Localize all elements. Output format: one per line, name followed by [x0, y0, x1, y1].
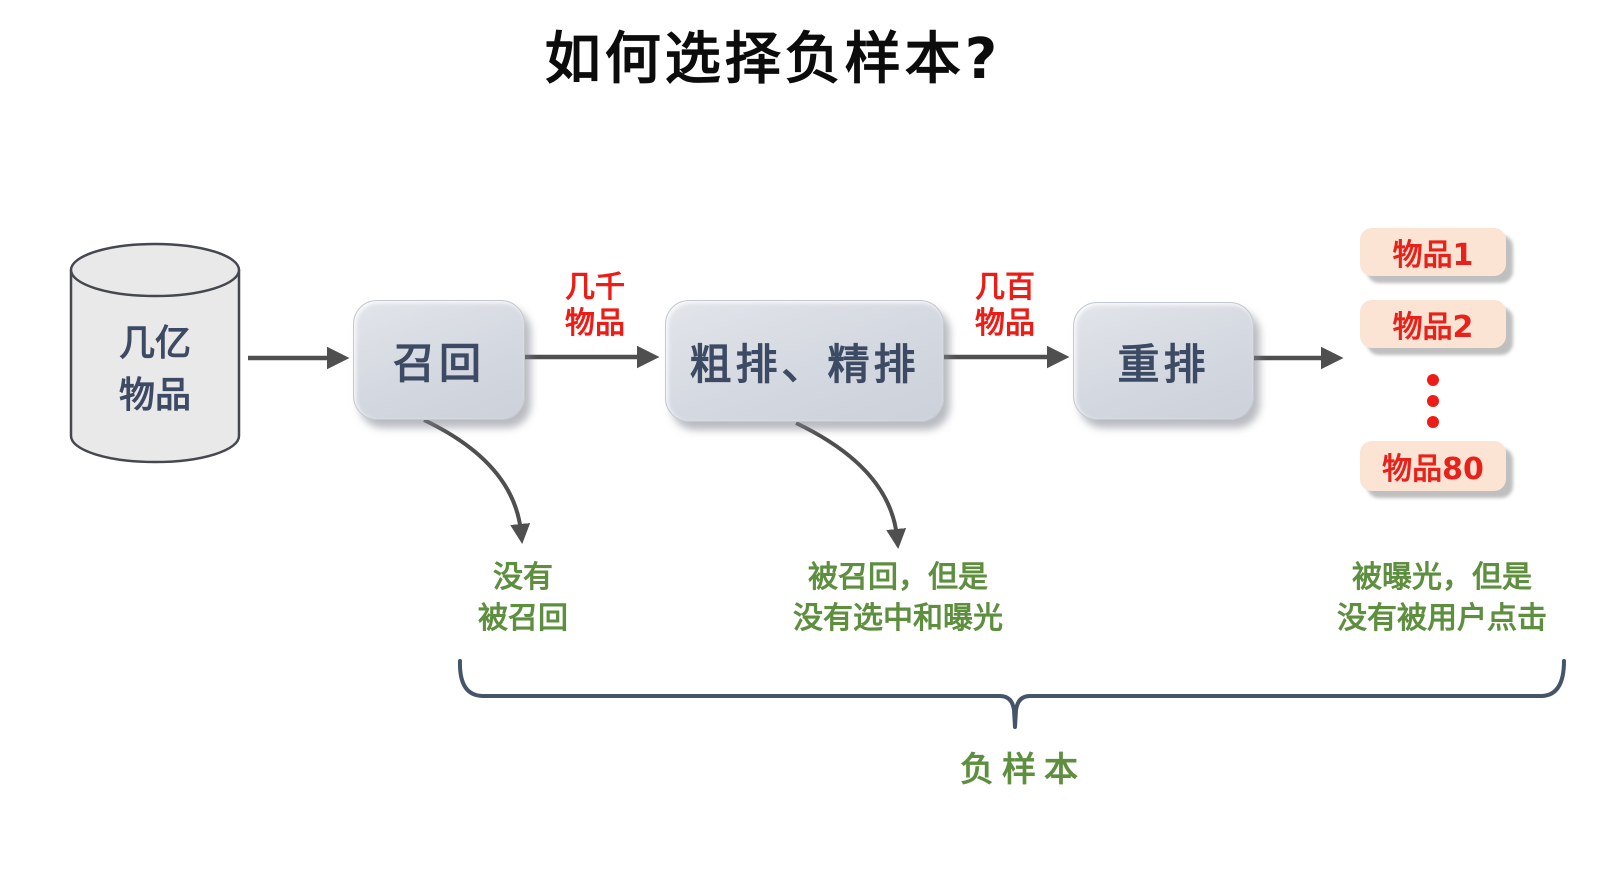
stage-recall: 召回: [353, 300, 525, 420]
stage-coarse-fine-ranking: 粗排、精排: [665, 300, 944, 422]
result-item-2-label: 物品2: [1392, 310, 1474, 345]
result-item-80: 物品80: [1360, 441, 1506, 491]
edge-label-thousands-items: 几千 物品: [565, 270, 625, 342]
page-title: 如何选择负样本?: [544, 27, 1002, 92]
source-label-line2: 物品: [118, 375, 191, 416]
edge-label-thousands-line1: 几千: [565, 270, 625, 305]
ellipsis-dots-icon: [1427, 374, 1439, 428]
stage-rerank: 重排: [1073, 302, 1254, 420]
result-item-2: 物品2: [1360, 300, 1506, 348]
result-item-1-label: 物品1: [1392, 238, 1474, 273]
edge-label-hundreds-line2: 物品: [975, 306, 1035, 341]
note-not-recalled-line1: 没有: [493, 560, 553, 595]
note-exposed-not-clicked: 被曝光，但是 没有被用户点击: [1337, 557, 1547, 639]
curved-arrow-not-selected: [795, 421, 907, 549]
note-recalled-not-selected-line2: 没有选中和曝光: [793, 601, 1003, 636]
result-item-1: 物品1: [1360, 228, 1506, 276]
note-recalled-not-selected-line1: 被召回，但是: [808, 560, 988, 595]
negative-samples-brace: [457, 659, 1566, 729]
note-not-recalled: 没有 被召回: [478, 557, 568, 639]
source-label-line1: 几亿: [118, 323, 191, 364]
note-exposed-not-clicked-line2: 没有被用户点击: [1337, 601, 1547, 636]
cylinder-icon: [69, 242, 241, 464]
source-database-cylinder: 几亿 物品: [69, 242, 241, 474]
stage-coarse-fine-ranking-label: 粗排、精排: [689, 339, 920, 389]
edge-label-hundreds-line1: 几百: [975, 270, 1035, 305]
curved-arrow-not-recalled: [423, 418, 531, 544]
negative-samples-label: 负样本: [960, 750, 1086, 790]
stage-recall-label: 召回: [392, 338, 485, 388]
edge-label-thousands-line2: 物品: [565, 306, 625, 341]
note-not-recalled-line2: 被召回: [478, 601, 568, 636]
stage-rerank-label: 重排: [1117, 339, 1210, 389]
edge-label-hundreds-items: 几百 物品: [975, 270, 1035, 342]
note-exposed-not-clicked-line1: 被曝光，但是: [1352, 560, 1532, 595]
result-item-80-label: 物品80: [1382, 452, 1484, 487]
note-recalled-not-selected: 被召回，但是 没有选中和曝光: [793, 557, 1003, 639]
source-label: 几亿 物品: [69, 318, 241, 422]
